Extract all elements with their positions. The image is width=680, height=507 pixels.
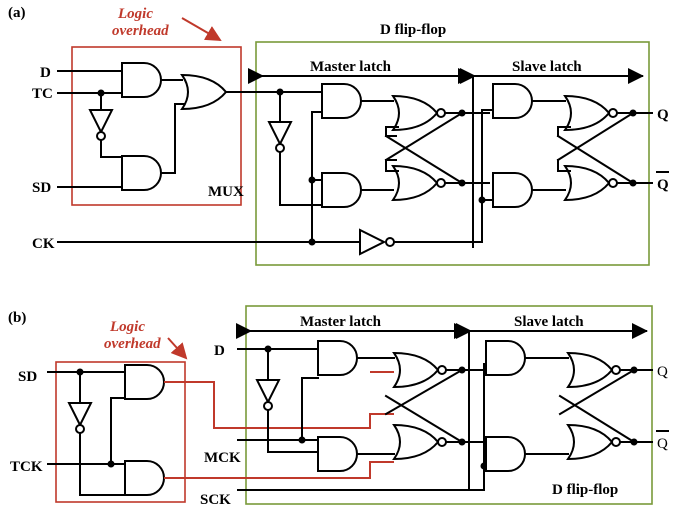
panel-b-overhead-and-bottom bbox=[124, 460, 165, 496]
panel-b-red-wire-top bbox=[164, 381, 394, 429]
panel-b-master-nor-top bbox=[393, 352, 447, 388]
panel-b-ff-box bbox=[245, 305, 653, 505]
panel-a-master-and-top bbox=[321, 83, 362, 119]
panel-a-slave-nor-bottom bbox=[564, 165, 618, 201]
panel-b-master-inverter bbox=[256, 379, 280, 411]
panel-a-mux-and-bottom bbox=[121, 155, 162, 191]
panel-b-input-sck: SCK bbox=[200, 492, 231, 507]
panel-b-overhead-label-1: Logic bbox=[109, 319, 145, 335]
panel-b-input-tck: TCK bbox=[10, 459, 43, 475]
panel-a-ff-title: D flip-flop bbox=[380, 22, 446, 38]
panel-a-overhead-arrow bbox=[181, 17, 222, 42]
panel-b-red-wire-bottom bbox=[164, 461, 394, 479]
panel-a-overhead-label-1: Logic bbox=[117, 6, 153, 22]
panel-b-input-d: D bbox=[214, 343, 225, 359]
panel-b-slave-label: Slave latch bbox=[514, 314, 584, 330]
panel-b-output-q: Q bbox=[657, 364, 668, 380]
panel-b-slave-and-top bbox=[485, 340, 526, 376]
panel-a-mux-inverter bbox=[89, 109, 113, 141]
panel-a: (a) Logic overhead D flip-flop Master la… bbox=[8, 5, 669, 266]
panel-a-master-label: Master latch bbox=[310, 59, 392, 75]
panel-a-overhead-box bbox=[71, 46, 242, 206]
panel-a-ff-box bbox=[255, 41, 650, 266]
panel-a-slave-and-bottom bbox=[492, 172, 533, 208]
panel-b-input-mck: MCK bbox=[204, 450, 241, 466]
panel-b-tag: (b) bbox=[8, 310, 26, 326]
panel-b-overhead-inverter bbox=[68, 402, 92, 434]
panel-a-clock-inverter bbox=[359, 228, 387, 256]
panel-a-mux-label: MUX bbox=[208, 184, 244, 200]
panel-b-slave-nor-bottom bbox=[567, 424, 621, 460]
panel-a-output-qbar: Q bbox=[657, 177, 669, 193]
panel-a-master-and-bottom bbox=[321, 172, 362, 208]
panel-a-master-nor-bottom bbox=[392, 165, 446, 201]
panel-a-output-q: Q bbox=[657, 107, 669, 123]
panel-b-master-and-top bbox=[317, 340, 358, 376]
panel-b-master-nor-bottom bbox=[393, 424, 447, 460]
panel-a-overhead-label-2: overhead bbox=[112, 23, 169, 39]
panel-b-overhead-box bbox=[55, 361, 186, 503]
panel-a-master-nor-top bbox=[392, 95, 446, 131]
panel-b-overhead-arrow bbox=[167, 337, 188, 360]
panel-a-slave-and-top bbox=[492, 83, 533, 119]
panel-b-ff-title: D flip-flop bbox=[552, 482, 618, 498]
panel-b-master-label: Master latch bbox=[300, 314, 382, 330]
panel-a-slave-label: Slave latch bbox=[512, 59, 582, 75]
panel-b-overhead-and-top bbox=[124, 364, 165, 400]
panel-a-mux-and-top bbox=[121, 62, 162, 98]
panel-a-input-ck: CK bbox=[32, 236, 55, 252]
panel-a-input-sd: SD bbox=[32, 180, 51, 196]
panel-b-slave-and-bottom bbox=[485, 436, 526, 472]
panel-b-output-qbar: Q bbox=[657, 436, 668, 452]
panel-a-mux-or bbox=[181, 74, 227, 110]
panel-b-master-and-bottom bbox=[317, 436, 358, 472]
panel-a-input-d: D bbox=[40, 65, 51, 81]
panel-a-tag: (a) bbox=[8, 5, 26, 21]
panel-b-overhead-label-2: overhead bbox=[104, 336, 161, 352]
panel-b-input-sd: SD bbox=[18, 369, 37, 385]
panel-a-master-inverter bbox=[268, 121, 292, 153]
panel-a-input-tc: TC bbox=[32, 86, 53, 102]
panel-b: (b) Logic overhead Master latch Slave la… bbox=[8, 305, 669, 507]
panel-a-slave-nor-top bbox=[564, 95, 618, 131]
